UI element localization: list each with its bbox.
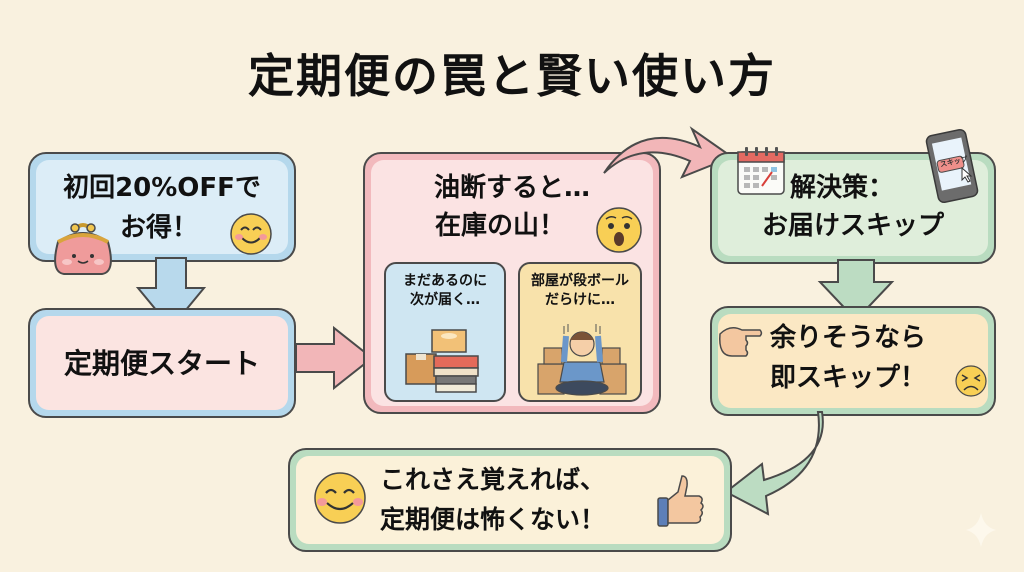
start-label: 定期便スタート <box>63 347 260 380</box>
pointing-hand-icon <box>719 327 763 357</box>
action-line2: 即スキップ！ <box>770 363 927 393</box>
solution-line2: お届けスキップ <box>761 211 944 241</box>
start-box: 定期便スタート <box>28 308 296 418</box>
down-arrow-green <box>817 259 895 322</box>
page-title: 定期便の罠と賢い使い方 <box>248 49 776 103</box>
right-arrow-pink <box>295 325 374 391</box>
curved-arrow-pink <box>603 126 735 179</box>
trap-line1: 油断すると… <box>433 173 590 203</box>
offer-line2: お得！ <box>120 213 199 243</box>
conclusion-line2: 定期便は怖くない！ <box>380 505 606 534</box>
coin-purse-icon <box>54 223 112 275</box>
sparkle-icon <box>966 513 996 547</box>
sub-left-line1: まだあるのに <box>403 273 487 289</box>
frustrated-face-icon <box>955 365 987 397</box>
offer-line1: 初回20%OFFで <box>63 173 261 203</box>
solution-line1: 解決策： <box>790 173 895 203</box>
sub-left-line2: 次が届く… <box>410 292 480 308</box>
sub-right-line1: 部屋が段ボール <box>531 273 629 289</box>
smartphone-icon <box>925 128 979 204</box>
surprised-face-icon <box>596 207 642 253</box>
trap-line2: 在庫の山！ <box>435 211 566 241</box>
sub-right-line2: だらけに… <box>545 292 615 308</box>
curved-arrow-green <box>724 411 824 516</box>
calendar-icon <box>737 147 785 195</box>
action-box: 余りそうなら 即スキップ！ <box>710 306 996 416</box>
stacked-boxes-icon <box>405 329 479 393</box>
action-line1: 余りそうなら <box>770 323 927 353</box>
sub-box-overstock: まだあるのに 次が届く… <box>384 262 506 402</box>
smiling-face-icon <box>230 213 272 255</box>
smiling-face-icon <box>314 472 366 524</box>
stressed-person-icon <box>537 324 627 396</box>
conclusion-line1: これさえ覚えれば、 <box>380 465 606 494</box>
sub-box-cardboard: 部屋が段ボール だらけに… <box>518 262 642 402</box>
thumbs-up-icon <box>657 475 704 527</box>
